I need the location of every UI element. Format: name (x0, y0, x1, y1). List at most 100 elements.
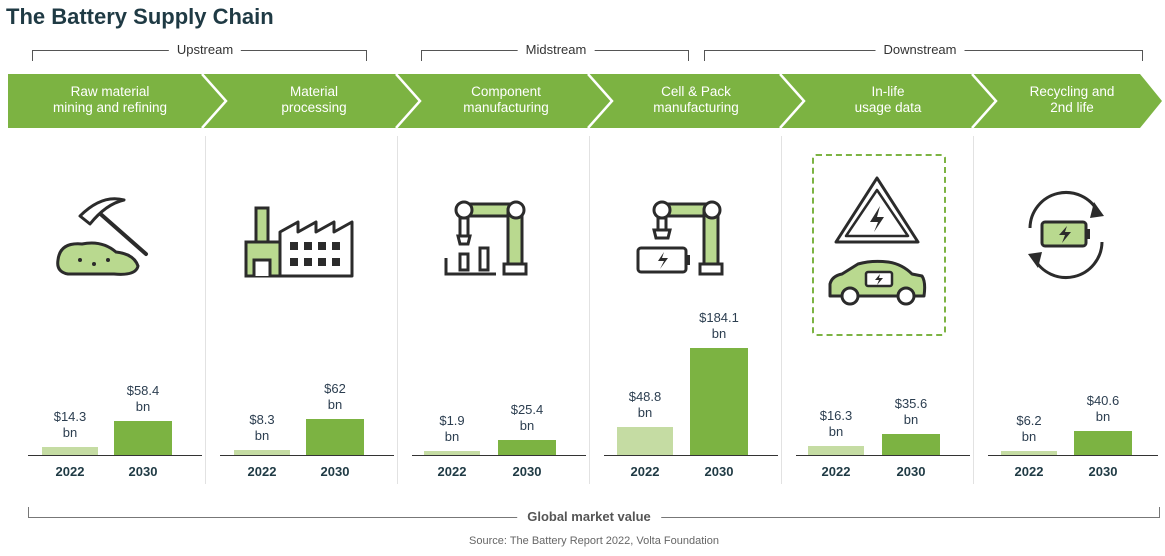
stage-label-line2: mining and refining (52, 100, 168, 115)
bar-2030 (114, 421, 172, 455)
bar-value-text: bn (828, 423, 844, 439)
bar-2030 (690, 348, 748, 455)
bar-value-text: $40.6 (1086, 393, 1120, 409)
bar-value-text: $58.4 (126, 383, 160, 399)
stage-label-line1: Recycling and (1029, 84, 1115, 99)
midstream-label: Midstream (517, 42, 595, 57)
year-label: 2022 (437, 464, 467, 479)
pickaxe-ore-icon (56, 197, 148, 276)
usage-data-highlight-box (812, 154, 946, 336)
bar-value-text: $48.8 (628, 388, 662, 404)
battery-recycle-icon (1028, 191, 1104, 279)
warning-ev-icon (828, 176, 927, 306)
robotic-arm-icon (444, 200, 528, 276)
bar-value-text: $25.4 (510, 402, 544, 418)
column-divider (397, 136, 398, 484)
bar-2022 (1001, 451, 1057, 455)
robotic-arm-battery-icon (636, 200, 724, 276)
bar-value-text: $62 (324, 380, 346, 396)
bar-value-text: bn (519, 418, 535, 434)
year-label: 2030 (704, 464, 734, 479)
column-divider (781, 136, 782, 484)
column-divider (589, 136, 590, 484)
factory-icon (244, 206, 354, 278)
stage-label-line2: manufacturing (463, 100, 549, 115)
bar-2022 (42, 446, 98, 455)
bar-value-text: bn (62, 424, 78, 440)
bar-value-text: $8.3 (249, 412, 275, 428)
stage-label-line1: Component (471, 84, 541, 99)
bar-2030 (306, 418, 364, 455)
year-label: 2022 (55, 464, 85, 479)
axis-baseline (220, 455, 394, 456)
stage-label-line1: In-life (871, 84, 905, 99)
bar-value-text: bn (254, 428, 270, 444)
source-note: Source: The Battery Report 2022, Volta F… (469, 535, 719, 547)
bar-value-text: bn (1021, 429, 1037, 444)
x-axis-label: Global market value (517, 509, 661, 524)
bar-2022 (424, 451, 480, 455)
downstream-label: Downstream (875, 42, 965, 57)
year-label: 2022 (821, 464, 851, 479)
year-label: 2030 (896, 464, 926, 479)
bar-value-text: $35.6 (894, 396, 928, 412)
bar-value-text: bn (444, 429, 460, 444)
stage-label-line1: Cell & Pack (661, 84, 731, 99)
bar-value-text: $184.1 (699, 310, 739, 325)
bar-2022 (808, 445, 864, 455)
bar-value-text: bn (135, 399, 151, 415)
stage-label-line1: Material (289, 84, 338, 99)
column-divider (205, 136, 206, 484)
bar-value-text: $14.3 (53, 408, 87, 424)
stage-chevron-bar (8, 74, 1162, 128)
upstream-label: Upstream (168, 42, 242, 57)
stage-label-line2: 2nd life (1050, 100, 1094, 115)
year-label: 2022 (247, 464, 277, 479)
bar-value-text: bn (1095, 409, 1111, 425)
column-divider (973, 136, 974, 484)
bar-2030 (1074, 431, 1132, 455)
stage-label-line2: manufacturing (653, 100, 739, 115)
bar-value-text: bn (327, 396, 343, 412)
bar-value-text: bn (903, 412, 919, 428)
year-label: 2030 (512, 464, 542, 479)
stage-label-line2: usage data (854, 100, 922, 115)
bar-value-text: $6.2 (1016, 413, 1042, 428)
year-label: 2022 (630, 464, 660, 479)
year-label: 2030 (128, 464, 158, 479)
year-label: 2030 (1088, 464, 1118, 479)
bar-value-text: $16.3 (819, 407, 853, 423)
stage-label-line2: processing (281, 100, 347, 115)
axis-baseline (604, 455, 778, 456)
year-label: 2030 (320, 464, 350, 479)
axis-baseline (28, 455, 202, 456)
stage-label-line1: Raw material (70, 84, 150, 99)
bar-2030 (882, 434, 940, 455)
bar-value-text: bn (637, 404, 653, 420)
bar-value-text: bn (711, 326, 727, 341)
axis-baseline (988, 455, 1158, 456)
axis-baseline (412, 455, 586, 456)
chart-title: The Battery Supply Chain (6, 4, 274, 29)
bar-2022 (234, 450, 290, 455)
bar-value-text: $1.9 (439, 413, 465, 428)
axis-baseline (796, 455, 970, 456)
year-label: 2022 (1014, 464, 1044, 479)
